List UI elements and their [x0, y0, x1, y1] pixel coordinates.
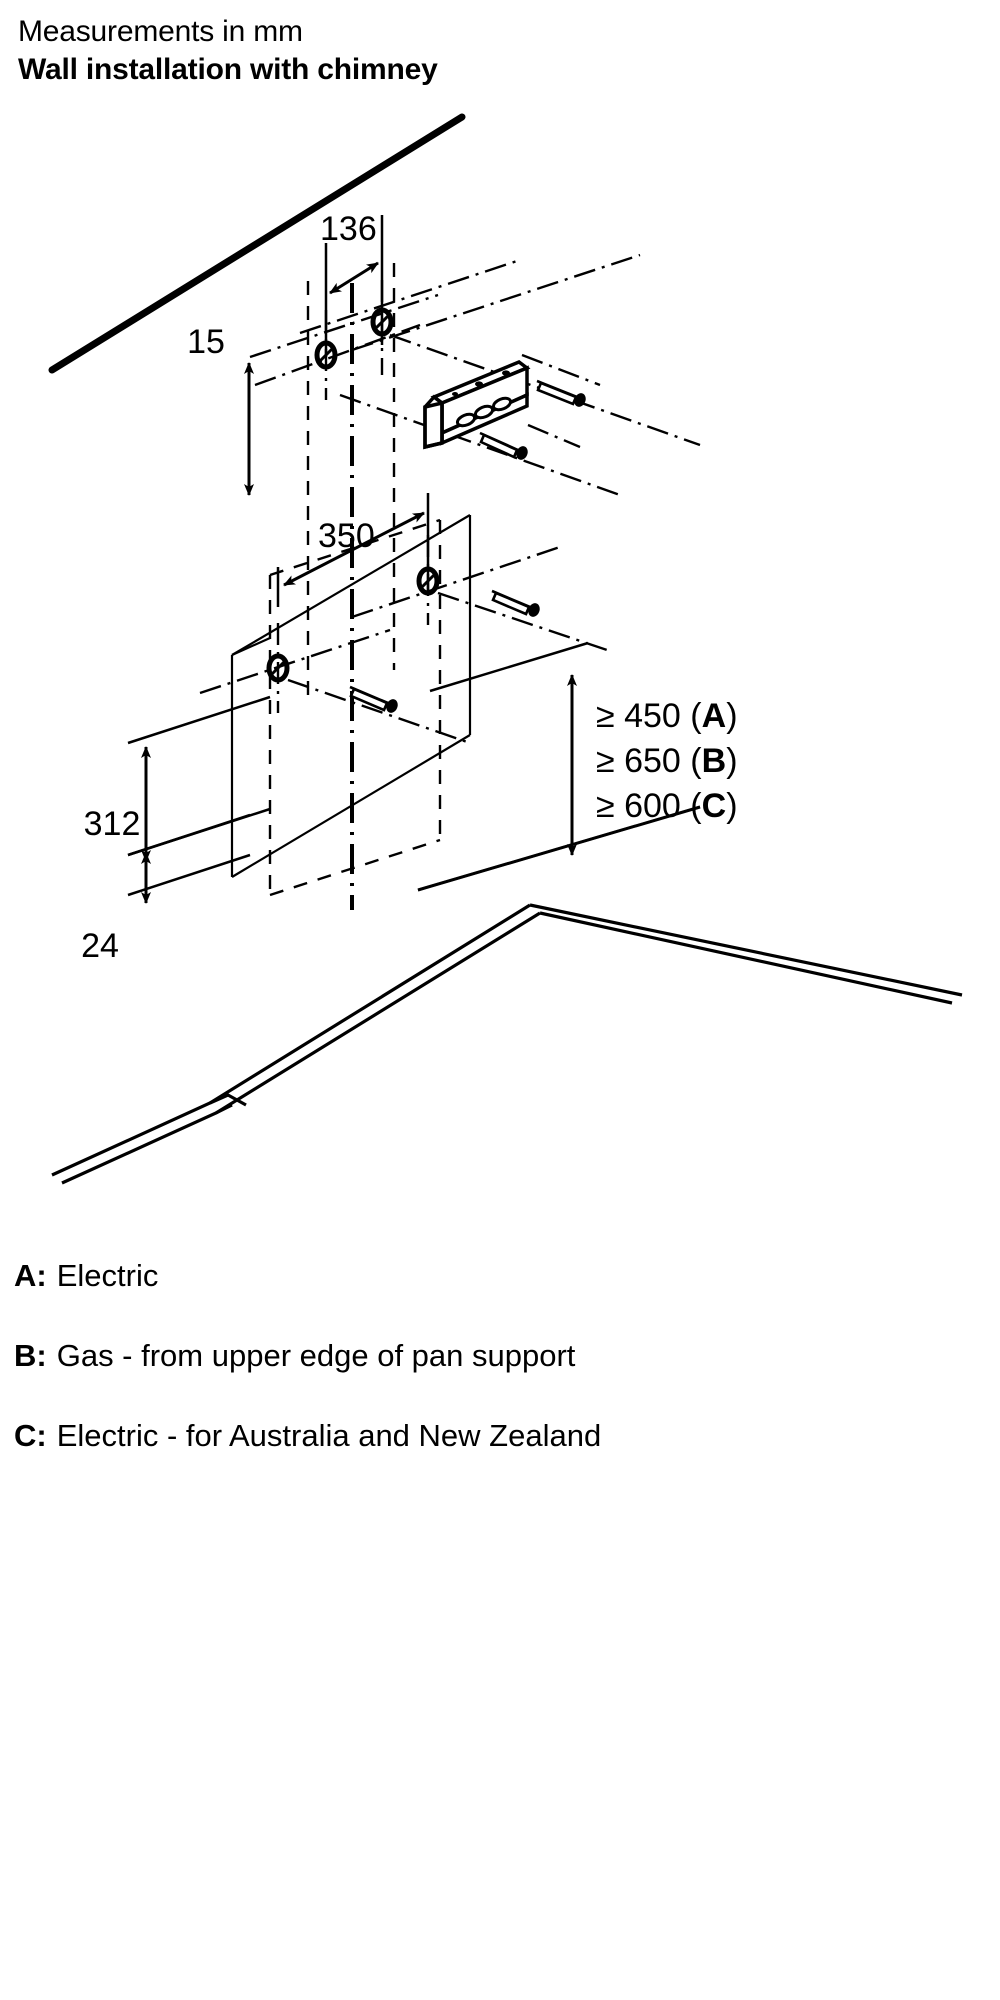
screw-lower-1 — [491, 589, 540, 617]
screw-projection-lines-upper — [521, 353, 601, 449]
clearance-b-row: ≥ 650 (B) — [596, 742, 738, 780]
ceiling-line — [48, 113, 466, 374]
clearance-c-row: ≥ 600 (C) — [596, 787, 738, 825]
dimension-136-label: 136 — [320, 210, 377, 248]
drill-hole-lower-left — [199, 623, 471, 745]
legend-item-c: C: Electric - for Australia and New Zeal… — [14, 1418, 984, 1454]
hob — [51, 903, 963, 1185]
page-header: Measurements in mm Wall installation wit… — [18, 14, 978, 88]
screw-upper-2 — [479, 431, 528, 460]
measurements-unit-note: Measurements in mm — [18, 15, 303, 48]
dimension-312: 312 — [84, 695, 271, 862]
dimension-312-label: 312 — [84, 805, 141, 843]
drill-hole-lower-right — [351, 535, 611, 653]
dimension-15-label: 15 — [187, 323, 225, 361]
dimension-24-label: 24 — [81, 927, 119, 965]
clearance-a-value: ≥ 450 — [596, 697, 681, 735]
dimension-15: 15 — [187, 323, 254, 496]
clearance-c-value: ≥ 600 — [596, 787, 681, 825]
legend-text-c: Electric - for Australia and New Zealand — [56, 1418, 602, 1453]
legend-key-b: B: — [14, 1338, 47, 1373]
page-title: Wall installation with chimney — [18, 53, 438, 86]
clearance-a-row: ≥ 450 (A) — [596, 697, 738, 735]
chimney-outline — [306, 263, 396, 695]
clearance-c-key: C — [702, 787, 727, 825]
dimension-24: 24 — [81, 813, 251, 965]
drill-hole-upper-right — [299, 253, 641, 375]
legend-item-b: B: Gas - from upper edge of pan support — [14, 1338, 984, 1374]
installation-diagram: 15 136 — [0, 95, 1000, 1225]
screw-upper-1 — [536, 379, 586, 407]
legend-key-a: A: — [14, 1258, 47, 1293]
clearance-labels: ≥ 450 (A) ≥ 650 (B) ≥ 600 (C) — [596, 697, 738, 825]
drill-hole-upper-left — [249, 293, 439, 400]
dimension-350: 350 — [276, 493, 430, 607]
clearance-b-key: B — [702, 742, 727, 780]
dimension-350-label: 350 — [318, 517, 375, 555]
legend: A: Electric B: Gas - from upper edge of … — [14, 1258, 984, 1498]
lower-drill-holes — [199, 535, 611, 745]
legend-item-a: A: Electric — [14, 1258, 984, 1294]
wall-bracket — [423, 360, 531, 450]
wall-corner-line — [417, 805, 701, 892]
screw-lower-2 — [349, 685, 398, 713]
legend-text-a: Electric — [56, 1258, 159, 1293]
legend-text-b: Gas - from upper edge of pan support — [56, 1338, 576, 1373]
upper-drill-holes — [249, 253, 701, 497]
legend-key-c: C: — [14, 1418, 47, 1453]
clearance-a-key: A — [702, 697, 727, 735]
clearance-b-value: ≥ 650 — [596, 742, 681, 780]
